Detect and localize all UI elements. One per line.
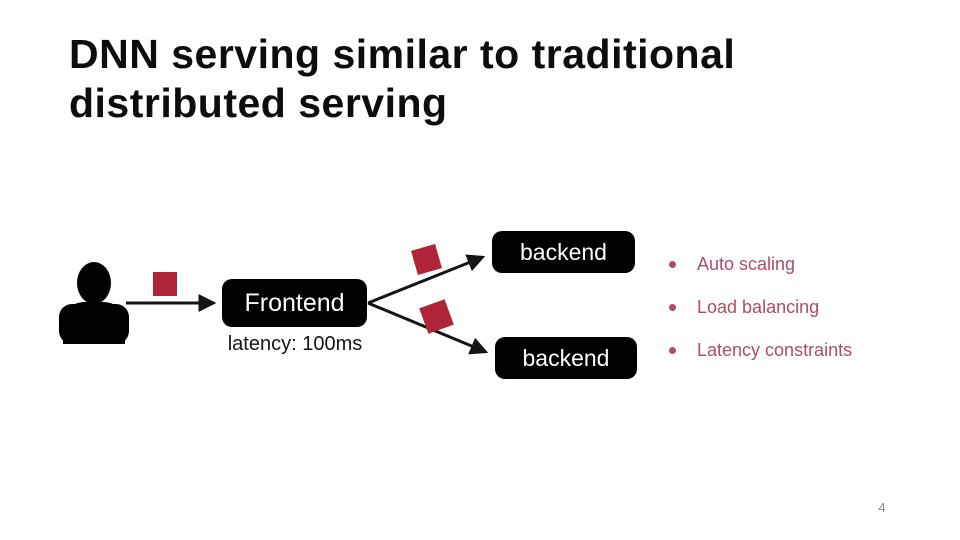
bullet-list: Auto scaling Load balancing Latency cons… bbox=[669, 253, 939, 361]
bullet-label: Latency constraints bbox=[697, 339, 853, 360]
latency-label: latency: 100ms bbox=[227, 333, 363, 355]
bullet-item-latency-constraints: Latency constraints bbox=[669, 339, 939, 361]
backend-node-bottom: backend bbox=[495, 337, 637, 379]
bullet-item-auto-scaling: Auto scaling bbox=[669, 253, 939, 275]
page-number: 4 bbox=[878, 500, 886, 515]
slide-title: DNN serving similar to traditional distr… bbox=[69, 31, 736, 126]
bullet-label: Auto scaling bbox=[697, 253, 796, 274]
bullet-dot-icon bbox=[669, 346, 676, 354]
frontend-node: Frontend bbox=[222, 279, 367, 327]
bullet-dot-icon bbox=[669, 303, 676, 311]
backend-node-top: backend bbox=[492, 231, 635, 273]
bullet-label: Load balancing bbox=[697, 296, 820, 317]
bullet-item-load-balancing: Load balancing bbox=[669, 296, 939, 318]
request-square-icon bbox=[153, 272, 177, 296]
request-diamond-bottom-icon bbox=[419, 299, 454, 334]
bullet-dot-icon bbox=[669, 260, 676, 268]
person-icon bbox=[59, 262, 129, 344]
request-diamond-top-icon bbox=[411, 244, 442, 275]
